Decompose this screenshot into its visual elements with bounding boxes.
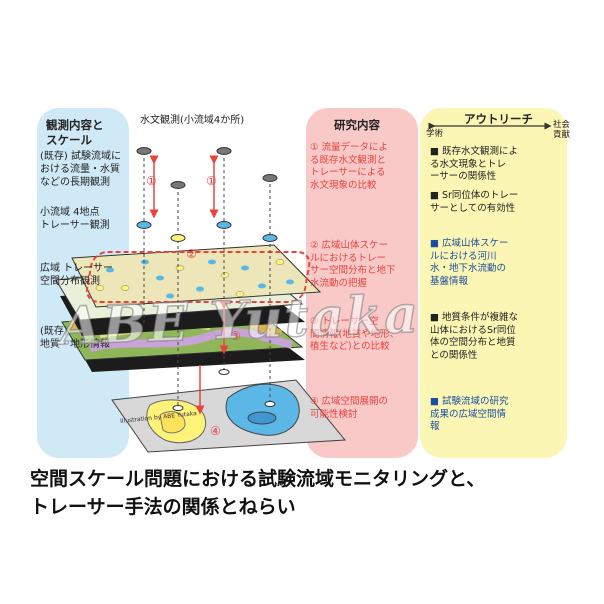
num-3: ③ [230,329,241,343]
spatial-map-layer [111,379,347,453]
caption-line-1: 空間スケール問題における試験流域モニタリングと、 [30,468,486,490]
left-item-1: (既存) 試験流域における流量・水質などの長期観測 [40,151,121,188]
caption-line-2: トレーサー手法の関係とねらい [30,496,296,518]
num-1a: ① [146,174,157,188]
left-item-3: 広域 トレーサー空間分布観測 [40,263,113,287]
research-item-4: ④ 広域空間展開の可能性検討 [310,396,389,420]
research-item-1: ① 流量データによる既存水文観測とトレーサーによる水文現象の比較 [310,142,389,191]
outreach-title: アウトリーチ [464,112,533,126]
research-panel [306,108,418,458]
research-title: 研究内容 [334,118,380,132]
num-2: ② [186,247,197,261]
left-title-1: 観測内容と [46,118,104,132]
observation-lines [143,152,271,408]
num-1b: ① [206,174,217,188]
axis-society: 社会貢献 [553,120,571,140]
outreach-item-5: ■ 試験流域の研究成果の広域空間情報 [430,396,509,432]
axis-academic: 学術 [426,129,444,139]
outreach-item-2: ■ Sr同位体のトレーサーとしての有効性 [430,190,519,214]
gauge-stations [136,147,278,242]
outreach-item-4: ■ 地質条件が複雑な山体におけるSr同位体の空間分布と地質との関係性 [430,312,518,361]
left-item-4: (既存)地質・地形情報 [40,326,110,350]
left-title-2: スケール [46,133,92,147]
outreach-panel [420,108,567,458]
left-item-2: 小流域 4地点トレーサー観測 [40,207,110,231]
research-item-2: ② 広域山体スケールにおけるトレーサー空間分布と地下水流動の把握 [310,240,396,289]
lower-points [172,369,276,411]
outreach-item-3: ■ 広域山体スケールにおける河川水・地下水流動の基盤情報 [430,238,509,287]
hydrological-observation-label: 水文観測(小流域4か所) [140,115,245,126]
outreach-item-1: ■ 既存水文観測による水文現象とトレーサーの関係性 [430,146,518,182]
comparison-arrows [149,155,229,415]
num-4: ④ [210,424,221,438]
research-item-3: ③ トレーサー空間情報(地質や地形、植生など)との比較 [310,316,400,352]
wide-area-plane [71,244,322,308]
watermark: ABE Yutaka [58,283,421,358]
sampling-points [95,259,294,299]
